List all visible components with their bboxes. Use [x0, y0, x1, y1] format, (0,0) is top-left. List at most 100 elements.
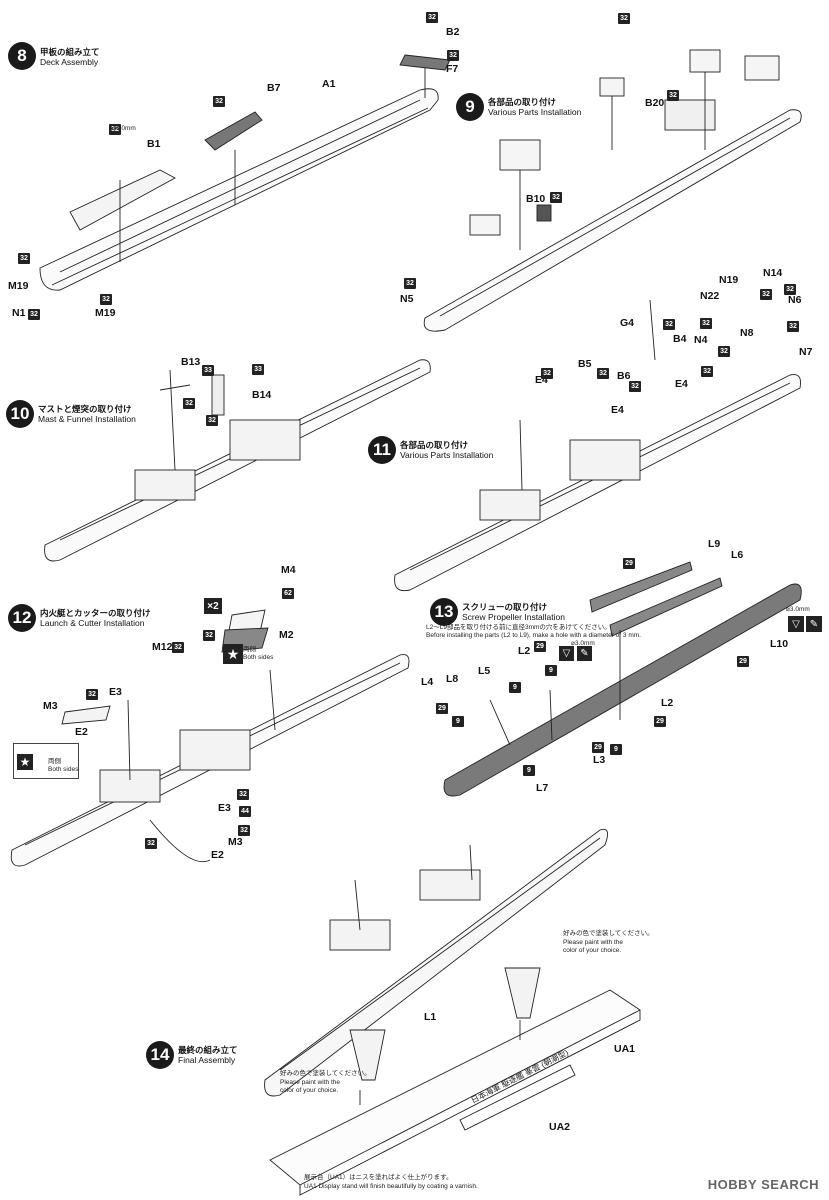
part-label-m3-a: M3 [43, 700, 58, 712]
part-label-m12: M12 [152, 641, 173, 653]
part-label-n7: N7 [799, 346, 813, 358]
part-label-ua2: UA2 [549, 1121, 571, 1133]
color-badge: 29 [592, 742, 604, 753]
drill-note-3mm-b: ⌀3.0mm [786, 606, 810, 613]
step-12-title-en: Launch & Cutter Installation [40, 618, 145, 628]
step-14-title-en: Final Assembly [178, 1055, 236, 1065]
color-badge: 32 [550, 192, 562, 203]
step-8-title-jp: 甲板の組み立て [40, 47, 100, 57]
knife-icon: ✎ [806, 616, 822, 632]
color-badge: 29 [623, 558, 635, 569]
part-label-l10: L10 [770, 638, 789, 650]
decal-star-icon: ★ [223, 644, 243, 664]
part-label-l2-b: L2 [661, 697, 674, 709]
step14-final [264, 828, 641, 1196]
part-label-n6: N6 [788, 294, 802, 306]
stand-note-jp: 展示台（UA1）はニスを塗ればよく仕上がります。 [304, 1174, 453, 1181]
part-label-e4-c: E4 [611, 404, 624, 416]
color-badge: 44 [239, 806, 251, 817]
color-badge: 32 [404, 278, 416, 289]
part-label-l7: L7 [536, 782, 549, 794]
part-label-e2-b: E2 [211, 849, 224, 861]
color-badge: 29 [534, 641, 546, 652]
step-9-title-en: Various Parts Installation [488, 107, 582, 117]
part-label-m19-b: M19 [95, 307, 116, 319]
part-label-b4: B4 [673, 333, 687, 345]
part-label-l1: L1 [424, 1011, 437, 1023]
part-label-l8: L8 [446, 673, 459, 685]
step-11-title-en: Various Parts Installation [400, 450, 494, 460]
part-label-l4: L4 [421, 676, 434, 688]
step-12-number: 12 [8, 604, 36, 632]
color-badge: 62 [282, 588, 294, 599]
step13-note-jp: L2〜L9部品を取り付ける前に直径3mmの穴をあけてください。 [426, 624, 611, 631]
part-label-l6: L6 [731, 549, 744, 561]
step-13-title-jp: スクリューの取り付け [462, 602, 548, 612]
both-sides-en: Both sides [243, 654, 274, 661]
part-label-n1: N1 [12, 307, 26, 319]
color-badge: 32 [701, 366, 713, 377]
step12-hull [10, 609, 410, 867]
color-badge: 9 [610, 744, 622, 755]
color-badge: 32 [541, 368, 553, 379]
color-badge: 32 [667, 90, 679, 101]
both-sides-en: Both sides [48, 766, 79, 773]
step-13-number: 13 [430, 598, 458, 626]
drill-note-3mm-a: ⌀3.0mm [571, 640, 595, 647]
color-badge: 32 [18, 253, 30, 264]
part-label-b7: B7 [267, 82, 281, 94]
part-label-b14: B14 [252, 389, 272, 401]
quantity-x2: ×2 [204, 598, 222, 614]
part-label-e2-a: E2 [75, 726, 88, 738]
color-badge: 32 [597, 368, 609, 379]
step-8-title-en: Deck Assembly [40, 57, 99, 67]
part-label-e3-a: E3 [109, 686, 122, 698]
paint-note-en-a1: Please paint with the [563, 939, 623, 946]
part-label-n4: N4 [694, 334, 708, 346]
decal-star-icon: ★ [17, 754, 33, 770]
part-label-m4: M4 [281, 564, 296, 576]
step-14-title-jp: 最終の組み立て [178, 1045, 238, 1055]
part-label-e4-b: E4 [675, 378, 688, 390]
color-badge: 32 [237, 789, 249, 800]
part-label-n14: N14 [763, 267, 783, 279]
step-11-number: 11 [368, 436, 396, 464]
color-badge: 32 [109, 124, 121, 135]
part-label-l9: L9 [708, 538, 721, 550]
part-label-f7: F7 [446, 63, 459, 75]
part-label-b1: B1 [147, 138, 161, 150]
paint-note-en-b1: Please paint with the [280, 1079, 340, 1086]
watermark: HOBBY SEARCH [707, 1177, 819, 1192]
stand-note-en: UA1 Display stand will finish beautifull… [304, 1183, 478, 1190]
step-8-number: 8 [8, 42, 36, 70]
knife-icon: ✎ [577, 646, 592, 661]
step-10-title-en: Mast & Funnel Installation [38, 414, 136, 424]
color-badge: 29 [654, 716, 666, 727]
part-label-b13: B13 [181, 356, 201, 368]
step-13-title-en: Screw Propeller Installation [462, 612, 565, 622]
step-12-title-jp: 内火艇とカッターの取り付け [40, 608, 151, 618]
part-label-ua1: UA1 [614, 1043, 636, 1055]
color-badge: 32 [145, 838, 157, 849]
color-badge: 32 [206, 415, 218, 426]
step-11-title-jp: 各部品の取り付け [400, 440, 469, 450]
color-badge: 9 [545, 665, 557, 676]
drill-note-1mm: ⌀1.0mm [112, 125, 136, 132]
color-badge: 29 [737, 656, 749, 667]
step8-deck-hull [39, 54, 451, 291]
color-badge: 32 [663, 319, 675, 330]
part-label-l3: L3 [593, 754, 606, 766]
part-label-b10: B10 [526, 193, 546, 205]
part-label-m3-b: M3 [228, 836, 243, 848]
step-9-number: 9 [456, 93, 484, 121]
part-label-n5: N5 [400, 293, 414, 305]
color-badge: 32 [86, 689, 98, 700]
both-sides-jp: 両側 [48, 758, 61, 765]
part-label-l2-a: L2 [518, 645, 531, 657]
step-9-title-jp: 各部品の取り付け [488, 97, 557, 107]
part-label-n22: N22 [700, 290, 720, 302]
part-label-l5: L5 [478, 665, 491, 677]
color-badge: 32 [760, 289, 772, 300]
color-badge: 29 [436, 703, 448, 714]
